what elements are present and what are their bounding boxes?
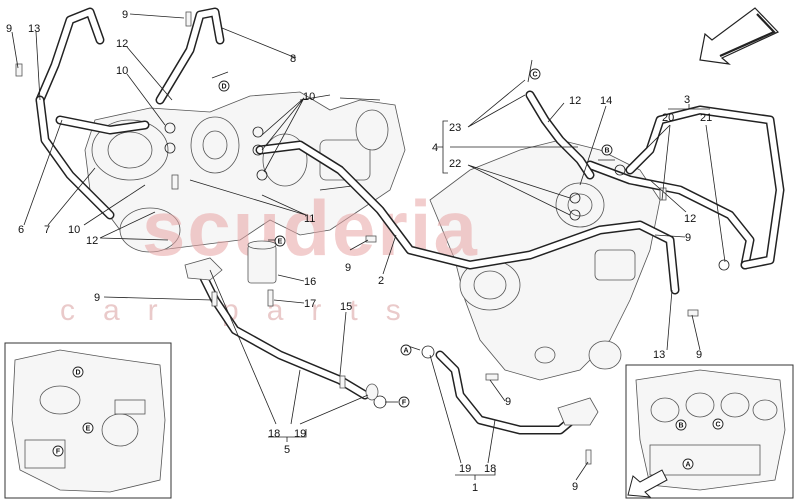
tag-letter: E — [278, 239, 283, 246]
callout-c19b: 19 — [459, 463, 471, 475]
callout-c15: 15 — [340, 301, 352, 313]
watermark-tagline: car parts — [60, 294, 429, 327]
callout-c18a: 18 — [268, 428, 280, 440]
tag-letter: F — [56, 449, 61, 456]
oil-filter-16 — [247, 240, 277, 284]
callout-c9g: 9 — [505, 396, 511, 408]
callout-c12b: 12 — [86, 235, 98, 247]
reference-tag-tA1: A — [400, 344, 412, 356]
callout-c10c: 10 — [68, 224, 80, 236]
callout-c9f: 9 — [696, 349, 702, 361]
pipe-group-top-left — [55, 7, 225, 135]
tag-circle — [601, 144, 613, 156]
callout-c10b: 10 — [303, 91, 315, 103]
reference-tag-tB2: B — [675, 419, 687, 431]
tag-letter: D — [75, 370, 80, 377]
reference-tag-tF1: F — [398, 396, 410, 408]
reference-tag-tC1: C — [529, 68, 541, 80]
callout-c16: 16 — [304, 276, 316, 288]
callout-c12d: 12 — [684, 213, 696, 225]
callout-c12c: 12 — [569, 95, 581, 107]
callout-c18b: 18 — [484, 463, 496, 475]
callout-c23: 23 — [449, 122, 461, 134]
reference-tag-tB1: B — [601, 144, 613, 156]
reference-tags: A B C D E F D E F A B C — [52, 68, 724, 470]
tag-letter: B — [604, 148, 609, 155]
callout-c9h: 9 — [572, 481, 578, 493]
tag-circle — [218, 80, 230, 92]
callout-c1: 1 — [472, 482, 478, 494]
reference-tag-tF2: F — [52, 445, 64, 457]
tag-circle — [274, 235, 286, 247]
callout-c10a: 10 — [116, 65, 128, 77]
callout-c9a: 9 — [6, 23, 12, 35]
pipe-group-1 — [435, 350, 583, 435]
tag-circle — [529, 68, 541, 80]
callout-c17: 17 — [304, 298, 316, 310]
callout-c8: 8 — [290, 53, 296, 65]
callout-c20: 20 — [662, 112, 674, 124]
tag-circle — [72, 366, 84, 378]
tag-letter: A — [685, 462, 690, 469]
reference-tag-tE1: E — [274, 235, 286, 247]
bolts — [15, 11, 699, 465]
tag-letter: C — [715, 422, 720, 429]
inset-left — [4, 342, 172, 499]
callout-c9b: 9 — [122, 9, 128, 21]
tag-circle — [675, 419, 687, 431]
callout-c12a: 12 — [116, 38, 128, 50]
callout-c5: 5 — [284, 444, 290, 456]
tag-circle — [52, 445, 64, 457]
tag-letter: A — [403, 348, 408, 355]
front-arrow-icon — [627, 469, 668, 498]
callout-c9d: 9 — [345, 262, 351, 274]
reference-tag-tD2: D — [72, 366, 84, 378]
callout-c9c: 9 — [94, 292, 100, 304]
orientation-arrow-icon — [699, 7, 780, 65]
tag-circle — [712, 418, 724, 430]
callout-c13a: 13 — [28, 23, 40, 35]
callout-c6: 6 — [18, 224, 24, 236]
tag-letter: D — [221, 84, 226, 91]
callout-c19a: 19 — [294, 428, 306, 440]
right-turbocharger — [429, 139, 661, 381]
pipe-group-2 — [255, 140, 680, 295]
pipe-group-4 — [525, 90, 595, 180]
reference-tag-tE2: E — [82, 422, 94, 434]
tag-letter: F — [402, 400, 407, 407]
callout-c4: 4 — [432, 142, 438, 154]
callout-c22: 22 — [449, 158, 461, 170]
tag-circle — [400, 344, 412, 356]
flanges — [184, 257, 599, 426]
tag-letter: C — [532, 72, 537, 79]
tag-letter: B — [678, 423, 683, 430]
reference-tag-tD1: D — [218, 80, 230, 92]
callout-c21: 21 — [700, 112, 712, 124]
callout-c14: 14 — [600, 95, 612, 107]
callout-c9e: 9 — [685, 232, 691, 244]
reference-tag-tC2: C — [712, 418, 724, 430]
tag-circle — [682, 458, 694, 470]
callout-c7: 7 — [44, 224, 50, 236]
tag-circle — [82, 422, 94, 434]
pipe-group-3 — [585, 105, 785, 270]
tag-circle — [398, 396, 410, 408]
callout-c11: 11 — [304, 213, 315, 225]
callout-c13b: 13 — [653, 349, 665, 361]
callout-c2: 2 — [378, 275, 384, 287]
leader-lines — [11, 13, 726, 481]
callout-c3: 3 — [684, 94, 690, 106]
pipe-group-8 — [35, 7, 115, 220]
tag-letter: E — [86, 426, 91, 433]
reference-tag-tA2: A — [682, 458, 694, 470]
